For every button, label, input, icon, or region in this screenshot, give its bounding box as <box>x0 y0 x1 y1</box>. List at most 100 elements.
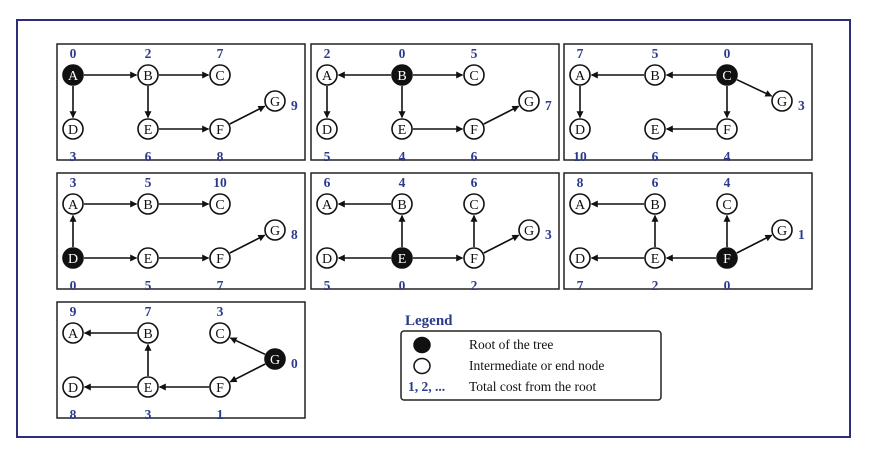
cost-label: 9 <box>70 304 77 319</box>
cost-label: 3 <box>145 407 152 422</box>
node <box>209 193 231 215</box>
node <box>771 219 793 241</box>
cost-label: 0 <box>399 46 406 61</box>
node <box>391 193 413 215</box>
cost-label: 3 <box>545 227 552 242</box>
legend-root-symbol <box>413 336 431 354</box>
cost-label: 6 <box>652 175 659 190</box>
cost-label: 0 <box>70 278 77 293</box>
node-label: A <box>322 69 333 84</box>
cost-label: 2 <box>652 278 659 293</box>
node-label: C <box>722 198 731 213</box>
node-label: G <box>270 95 280 110</box>
legend-root-label: Root of the tree <box>469 337 553 352</box>
node <box>316 118 338 140</box>
node <box>137 64 159 86</box>
cost-label: 8 <box>291 227 298 242</box>
node <box>569 193 591 215</box>
cost-label: 0 <box>399 278 406 293</box>
cost-label: 6 <box>652 149 659 164</box>
node-label: B <box>397 69 406 84</box>
panel-frame <box>563 172 813 290</box>
cost-label: 10 <box>573 149 587 164</box>
node-label: F <box>723 252 731 267</box>
cost-label: 4 <box>724 175 731 190</box>
node-label: B <box>397 198 406 213</box>
node-label: D <box>68 381 78 396</box>
node <box>316 193 338 215</box>
cost-label: 6 <box>145 149 152 164</box>
node-label: D <box>322 252 332 267</box>
root-node <box>716 64 738 86</box>
node-label: E <box>144 123 153 138</box>
node <box>209 247 231 269</box>
legend-cost-label: Total cost from the root <box>469 379 597 394</box>
cost-label: 10 <box>213 175 227 190</box>
node <box>137 193 159 215</box>
cost-label: 7 <box>577 46 584 61</box>
node <box>716 193 738 215</box>
node <box>463 64 485 86</box>
cost-label: 7 <box>217 278 224 293</box>
node <box>209 322 231 344</box>
cost-label: 5 <box>145 175 152 190</box>
legend-node-symbol <box>413 357 431 375</box>
cost-label: 1 <box>217 407 224 422</box>
node <box>644 64 666 86</box>
node-label: B <box>143 198 152 213</box>
node-label: G <box>270 353 280 368</box>
legend: Legend Root of the tree Intermediate or … <box>400 313 662 401</box>
node <box>463 193 485 215</box>
cost-label: 3 <box>70 175 77 190</box>
node-label: A <box>575 198 586 213</box>
node <box>569 118 591 140</box>
panel-frame <box>310 43 560 161</box>
cost-label: 0 <box>724 278 731 293</box>
root-node <box>391 247 413 269</box>
node <box>518 90 540 112</box>
cost-label: 7 <box>545 98 552 113</box>
node <box>316 247 338 269</box>
panel-frame <box>563 43 813 161</box>
node-label: E <box>651 252 660 267</box>
cost-label: 8 <box>70 407 77 422</box>
node <box>62 322 84 344</box>
node <box>716 118 738 140</box>
node-label: G <box>777 95 787 110</box>
node-label: F <box>470 252 478 267</box>
node <box>264 90 286 112</box>
edge-f-to-g <box>736 234 773 254</box>
outer-frame <box>16 19 851 438</box>
node-label: A <box>575 69 586 84</box>
cost-label: 8 <box>217 149 224 164</box>
node <box>569 247 591 269</box>
node-label: F <box>470 123 478 138</box>
node-label: C <box>215 327 224 342</box>
node-label: B <box>143 327 152 342</box>
node-label: C <box>722 69 731 84</box>
node-label: F <box>216 252 224 267</box>
node-label: E <box>144 252 153 267</box>
node <box>62 376 84 398</box>
cost-label: 5 <box>652 46 659 61</box>
node-label: G <box>524 224 534 239</box>
node-label: B <box>143 69 152 84</box>
node-label: F <box>216 123 224 138</box>
legend-cost-symbol: 1, 2, ... <box>408 379 445 394</box>
node <box>644 118 666 140</box>
node <box>644 247 666 269</box>
node-label: A <box>322 198 333 213</box>
node-label: D <box>575 252 585 267</box>
node-label: E <box>398 252 407 267</box>
edge-f-to-g <box>229 234 266 254</box>
cost-label: 0 <box>291 356 298 371</box>
root-node <box>62 64 84 86</box>
cost-label: 7 <box>577 278 584 293</box>
cost-label: 4 <box>724 149 731 164</box>
